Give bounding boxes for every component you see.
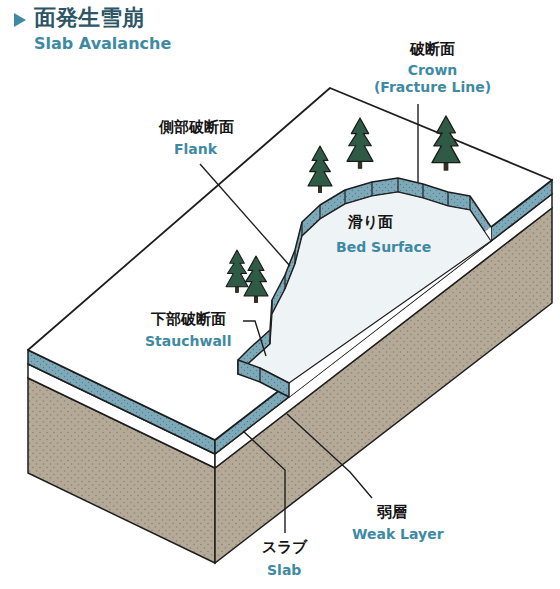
bed-surface — [238, 192, 491, 383]
diagram-title: 面発生雪崩 — [34, 5, 144, 31]
part-name-en: Weak Layer — [349, 526, 447, 543]
part-name-en: Slab — [264, 562, 304, 579]
part-name-ja: 側部破断面 — [156, 118, 237, 136]
wall-facets — [260, 178, 470, 382]
part-name-ja: 弱層 — [374, 503, 410, 521]
part-name-ja: 滑り面 — [345, 213, 396, 231]
part-name-ja: スラブ — [259, 538, 310, 556]
part-name-en: Crown (Fracture Line) — [367, 62, 498, 96]
part-name-en: Flank — [171, 141, 220, 158]
part-name-ja: 破断面 — [407, 40, 458, 58]
part-name-ja: 下部破断面 — [148, 310, 229, 328]
subtitle: Slab Avalanche — [34, 34, 171, 53]
part-name-en: Bed Surface — [333, 239, 434, 256]
title-marker — [14, 13, 26, 27]
leader-lines — [200, 104, 418, 533]
part-name-en: Stauchwall — [142, 333, 234, 350]
trees — [226, 116, 460, 302]
stauchwall-strip — [238, 360, 289, 397]
snow-surface — [28, 88, 552, 440]
